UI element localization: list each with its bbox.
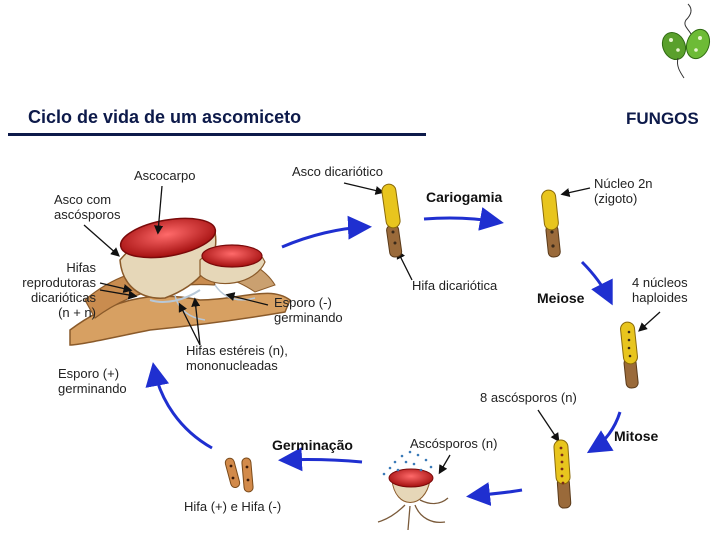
ascus-eight-spores-icon [553,439,572,509]
label-ascosporos: Ascósporos (n) [410,436,498,451]
label-esporo-positivo: Esporo (+) germinando [58,366,127,396]
label-hifa-mais-menos: Hifa (+) e Hifa (-) [184,499,282,514]
ascus-four-nuclei-icon [620,321,639,389]
step-cariogamia: Cariogamia [426,189,503,205]
label-4-nucleos: 4 núcleos haploides [632,275,688,305]
label-ascocarpo: Ascocarpo [134,168,196,183]
page-title: Ciclo de vida de um ascomiceto [28,107,302,127]
ascus-dicaryotic-icon [381,183,403,258]
title-underline [8,133,426,136]
step-germinacao: Germinação [272,437,353,453]
label-asco-com-ascosporos: Asco com ascósporos [54,192,121,222]
label-8-ascosporos: 8 ascósporos (n) [480,390,577,405]
hyphae-pair-icon [224,457,254,493]
step-meiose: Meiose [537,290,585,306]
section-title: FUNGOS [626,109,699,128]
label-nucleo-2n: Núcleo 2n (zigoto) [594,176,653,206]
label-hifas-reprodutoras: Hifas reprodutoras dicarióticas (n + n) [22,260,96,320]
ascus-zygote-icon [541,189,561,258]
ascospore-release-icon [377,450,449,531]
label-esporo-negativo: Esporo (-) germinando [274,295,343,325]
step-mitose: Mitose [614,428,659,444]
ascocarp-illustration [69,217,291,346]
label-asco-dicariotico: Asco dicariótico [292,164,384,179]
logo-icon [661,3,711,79]
label-hifa-dicariotica: Hifa dicariótica [412,278,498,293]
cycle-arrows [145,207,622,506]
label-hifas-estereis: Hifas estéreis (n), mononucleadas [186,343,288,373]
